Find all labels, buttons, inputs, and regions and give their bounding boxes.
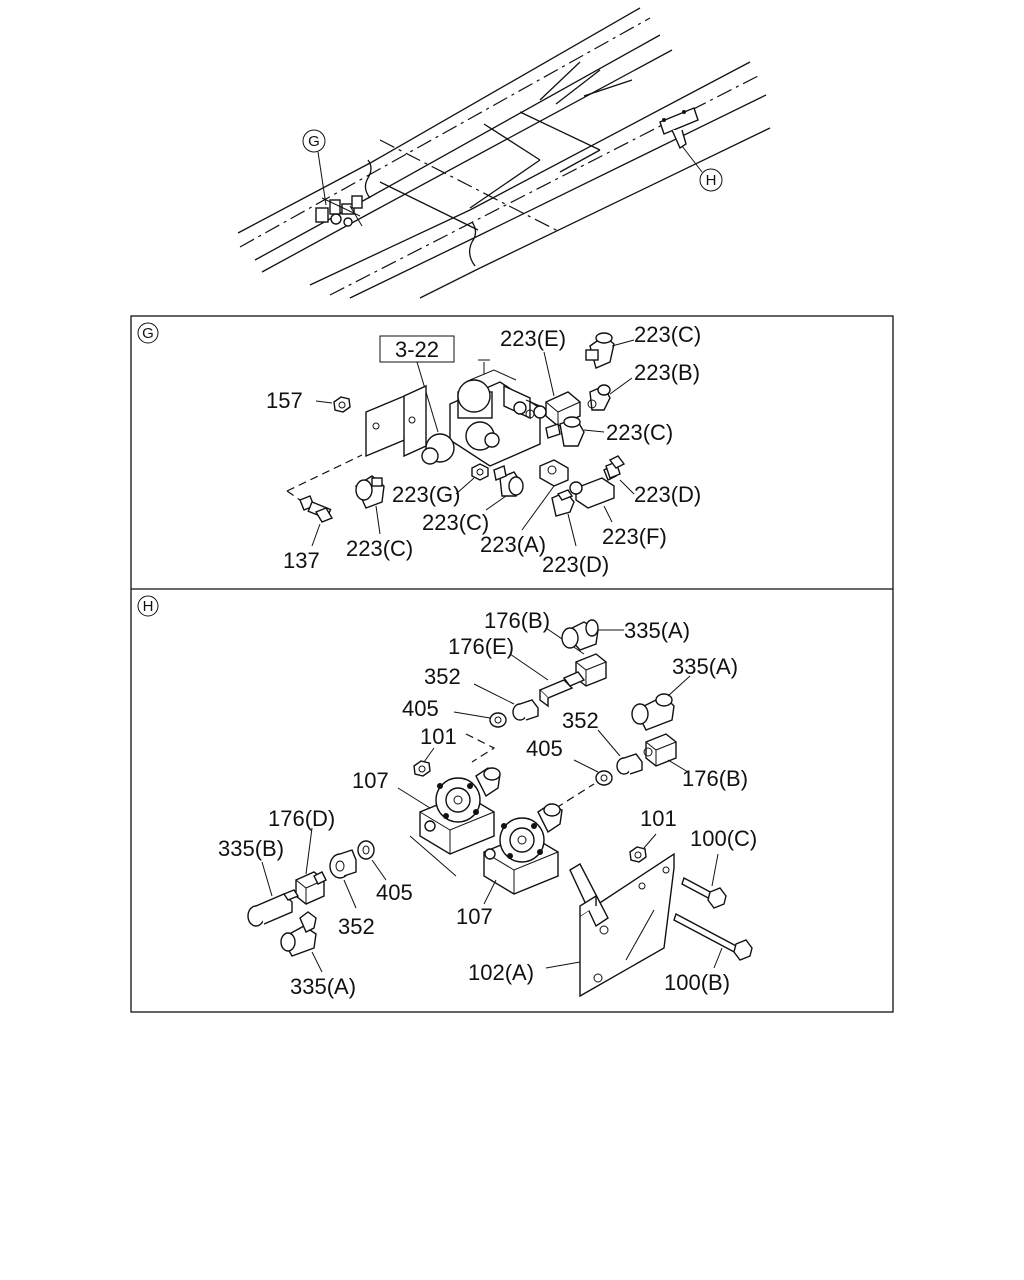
bracket-leader-line bbox=[625, 909, 655, 961]
label-176b-top: 176(B) bbox=[484, 608, 550, 633]
label-107-bottom: 107 bbox=[456, 904, 493, 929]
panel-g: G 3-22 bbox=[137, 322, 701, 577]
fitting-223d-bottom-icon bbox=[551, 489, 575, 517]
label-405-mid: 405 bbox=[526, 736, 563, 761]
nut-101-left-icon bbox=[413, 760, 431, 777]
fitting-223g-icon bbox=[471, 463, 489, 481]
label-100b: 100(B) bbox=[664, 970, 730, 995]
label-157: 157 bbox=[266, 388, 303, 413]
washer-405-top-icon bbox=[489, 712, 507, 728]
callout-h-label: H bbox=[706, 172, 717, 189]
relay-valve-icon bbox=[421, 359, 541, 467]
valve-cluster-g-icon bbox=[315, 195, 363, 227]
label-352-mid: 352 bbox=[562, 708, 599, 733]
ref-box-label: 3-22 bbox=[395, 337, 439, 362]
mounting-bracket-icon bbox=[365, 384, 427, 458]
valve-107-lower-icon bbox=[483, 803, 563, 895]
label-223g: 223(G) bbox=[392, 482, 460, 507]
elbow-335a-bottom-icon bbox=[280, 911, 317, 957]
diagram-frame bbox=[130, 315, 894, 1013]
elbow-335a-top-icon bbox=[561, 619, 599, 651]
panel-h-marker: H bbox=[143, 598, 154, 615]
panel-h-marker-circle bbox=[137, 595, 159, 617]
label-335b: 335(B) bbox=[218, 836, 284, 861]
label-405-top: 405 bbox=[402, 696, 439, 721]
chassis-overview: G H bbox=[237, 7, 771, 299]
label-100c: 100(C) bbox=[690, 826, 757, 851]
bolt-137-icon bbox=[299, 495, 334, 523]
label-223d-right: 223(D) bbox=[634, 482, 701, 507]
panel-h: H 176(B) 335(A) 176(E) 352 bbox=[137, 595, 757, 999]
label-223f: 223(F) bbox=[602, 524, 667, 549]
label-223c-mid: 223(C) bbox=[422, 510, 489, 535]
label-223c-right: 223(C) bbox=[606, 420, 673, 445]
bolt-100c-icon bbox=[681, 876, 727, 909]
label-223b: 223(B) bbox=[634, 360, 700, 385]
label-176d: 176(D) bbox=[268, 806, 335, 831]
plug-352-mid-icon bbox=[616, 753, 643, 775]
label-352-bottom: 352 bbox=[338, 914, 375, 939]
label-352-top: 352 bbox=[424, 664, 461, 689]
label-223e: 223(E) bbox=[500, 326, 566, 351]
label-223a: 223(A) bbox=[480, 532, 546, 557]
connector-dashed-mid bbox=[555, 783, 595, 809]
label-335a-right: 335(A) bbox=[672, 654, 738, 679]
label-101-left: 101 bbox=[420, 724, 457, 749]
washer-405-mid-icon bbox=[595, 770, 613, 786]
callout-h-circle bbox=[699, 168, 723, 192]
fitting-223d-right-icon bbox=[605, 455, 626, 479]
elbow-223c-mid-icon bbox=[493, 465, 524, 497]
callout-g-label: G bbox=[308, 133, 320, 150]
bracket-h-icon bbox=[659, 107, 699, 150]
connector-dashed-top bbox=[465, 733, 496, 763]
label-223c-top: 223(C) bbox=[634, 322, 701, 347]
label-223c-bottom: 223(C) bbox=[346, 536, 413, 561]
elbow-335a-right-icon bbox=[631, 693, 675, 731]
label-176b-right: 176(B) bbox=[682, 766, 748, 791]
fitting-223a-icon bbox=[539, 459, 569, 487]
label-107-top: 107 bbox=[352, 768, 389, 793]
label-223d-bottom: 223(D) bbox=[542, 552, 609, 577]
label-102a: 102(A) bbox=[468, 960, 534, 985]
label-335a-bottom: 335(A) bbox=[290, 974, 356, 999]
elbow-223c-bottom-icon bbox=[355, 475, 385, 509]
elbow-223c-top-icon bbox=[585, 332, 615, 369]
nut-157-icon bbox=[333, 396, 351, 413]
nipple-335b-icon bbox=[247, 889, 300, 927]
washer-405-bottom-icon bbox=[357, 840, 375, 860]
panel-g-marker-circle bbox=[137, 322, 159, 344]
fitting-176b-right-icon bbox=[643, 733, 677, 767]
nut-101-right-icon bbox=[629, 846, 647, 863]
label-176e: 176(E) bbox=[448, 634, 514, 659]
plug-352-top-icon bbox=[512, 699, 539, 721]
callout-g-circle bbox=[302, 129, 326, 153]
elbow-223c-right-icon bbox=[545, 416, 585, 447]
valve-107-upper-icon bbox=[419, 767, 501, 855]
elbow-223b-icon bbox=[587, 384, 611, 411]
bracket-102a-icon bbox=[569, 852, 675, 998]
nipple-176e-icon bbox=[538, 671, 586, 708]
valve-link-line bbox=[409, 835, 457, 877]
bolt-100b-icon bbox=[673, 912, 753, 961]
label-101-right: 101 bbox=[640, 806, 677, 831]
panel-g-marker: G bbox=[142, 325, 154, 342]
label-335a-top: 335(A) bbox=[624, 618, 690, 643]
fitting-176d-icon bbox=[295, 871, 327, 905]
label-405-bottom: 405 bbox=[376, 880, 413, 905]
label-137: 137 bbox=[283, 548, 320, 573]
plug-352-bottom-icon bbox=[329, 849, 357, 879]
